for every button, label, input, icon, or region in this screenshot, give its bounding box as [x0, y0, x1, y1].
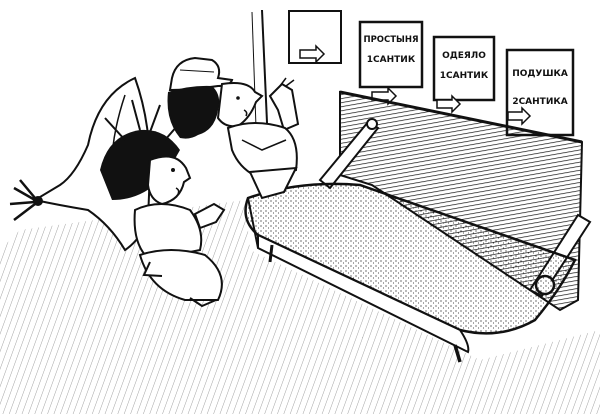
sign-blanket-line2: 1САНТИК [440, 71, 489, 81]
arrow-icon [436, 94, 462, 114]
arrow-icon [507, 106, 532, 126]
sign-blank [288, 10, 342, 64]
sign-sheet-line2: 1САНТИК [367, 55, 416, 65]
sign-blanket-line1: ОДЕЯЛО [442, 51, 486, 61]
sign-pillow-line1: ПОДУШКА [512, 69, 568, 79]
girl-crouching [100, 99, 226, 308]
boy-standing [167, 56, 300, 200]
sign-sheet-line1: ПРОСТЫНЯ [363, 35, 418, 45]
sign-sheet: ПРОСТЫНЯ 1САНТИК [358, 20, 424, 106]
sign-blanket: ОДЕЯЛО 1САНТИК [432, 35, 496, 114]
sign-pillow-line2: 2САНТИКА [512, 97, 567, 107]
fold-down-bed [244, 182, 577, 363]
sign-pillow: ПОДУШКА 2САНТИКА [505, 48, 575, 137]
